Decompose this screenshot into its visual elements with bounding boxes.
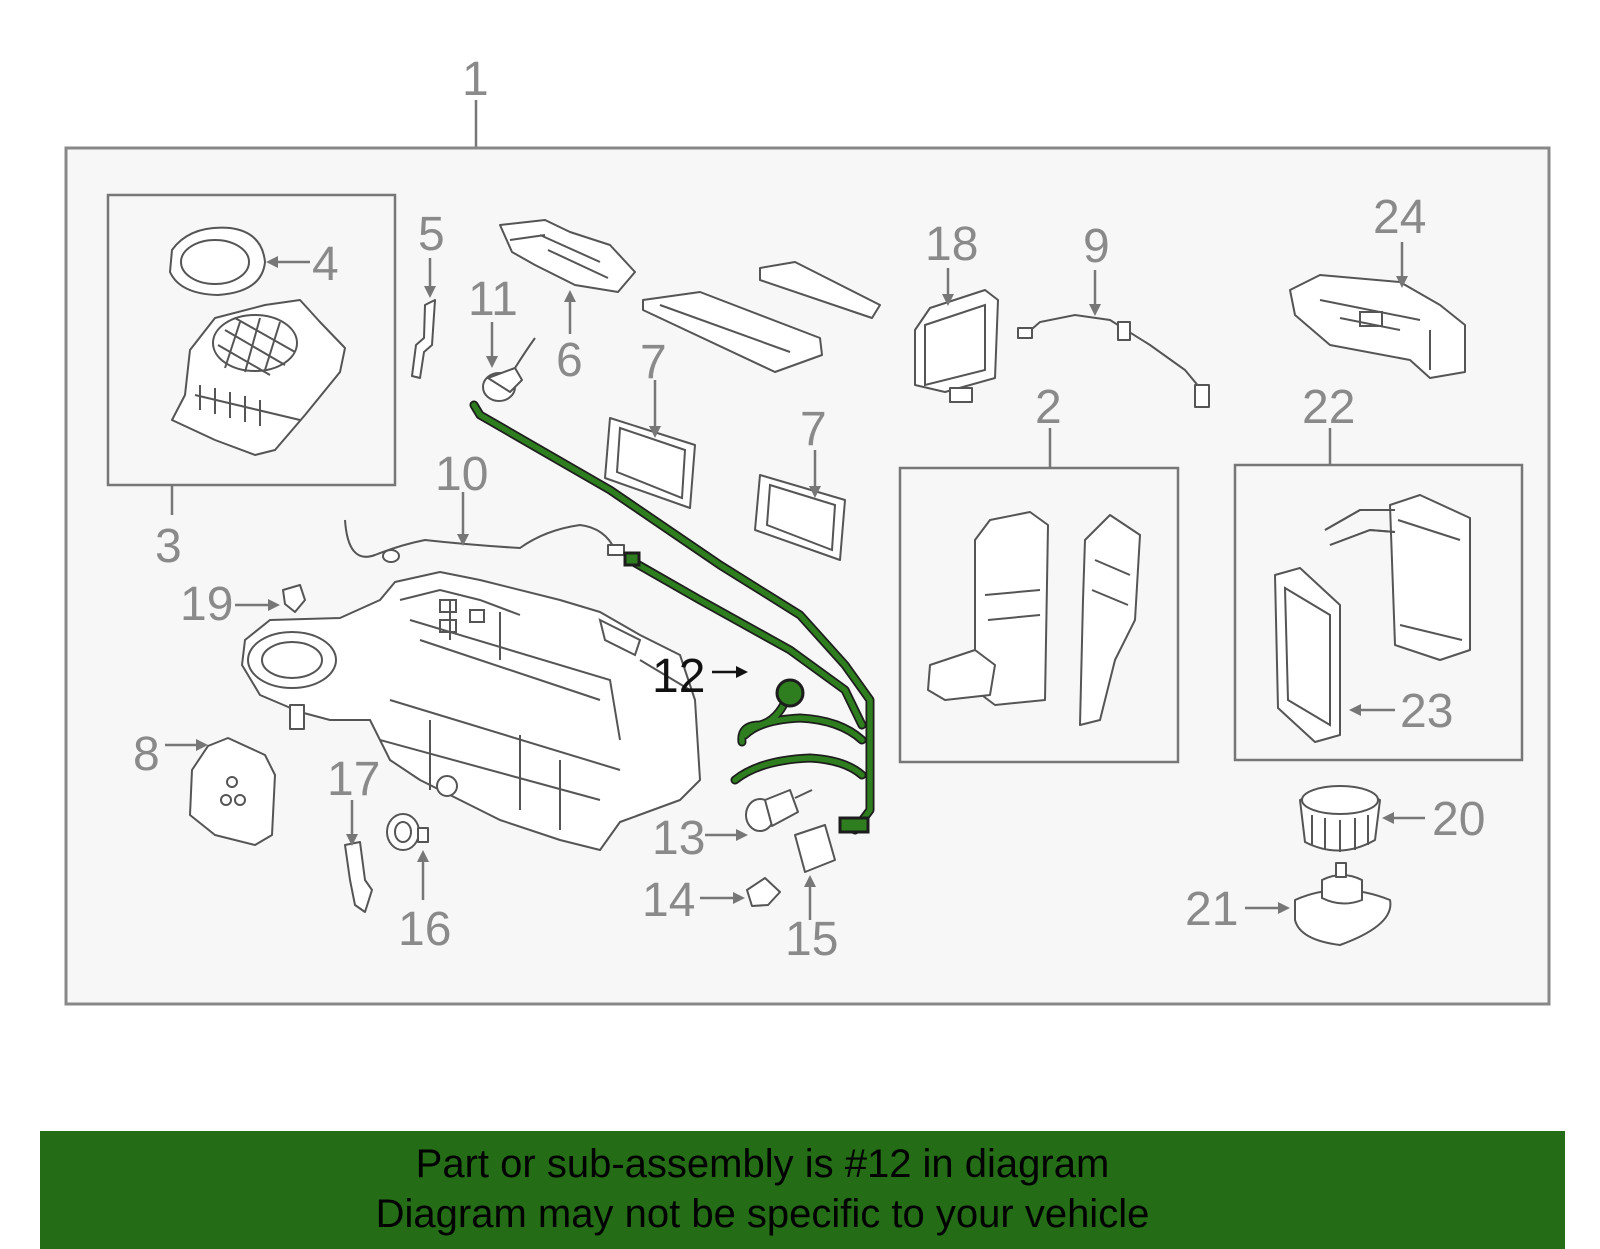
callout-22: 22 [1302, 381, 1355, 434]
part-10-cable[interactable] [344, 519, 625, 563]
callout-14: 14 [642, 874, 695, 927]
callout-9: 9 [1083, 220, 1110, 273]
callout-15: 15 [785, 913, 838, 966]
part-15-module[interactable] [794, 824, 836, 873]
part-5-clip[interactable] [411, 299, 436, 379]
callout-8: 8 [133, 728, 160, 781]
part-6-duct[interactable] [499, 219, 636, 293]
callout-17: 17 [327, 753, 380, 806]
parts-diagram: 1 2 3 4 5 6 7 7 8 9 10 11 12 13 14 15 16… [64, 53, 1551, 1006]
callout-4: 4 [312, 238, 339, 291]
part-7-filter-panels[interactable] [604, 261, 881, 561]
part-13-sensor[interactable] [745, 789, 813, 832]
callout-3: 3 [155, 520, 182, 573]
callout-5: 5 [418, 208, 445, 261]
part-24-duct[interactable] [1289, 274, 1466, 379]
part-23-filter[interactable] [1274, 567, 1341, 743]
part-19-clip[interactable] [282, 584, 306, 613]
part-18-door[interactable] [914, 289, 999, 403]
callout-1: 1 [462, 53, 489, 106]
part-4-seal[interactable] [169, 226, 266, 296]
callout-7b: 7 [800, 403, 827, 456]
callout-16: 16 [398, 903, 451, 956]
part-17-bracket[interactable] [344, 841, 373, 913]
hvac-case[interactable] [241, 571, 701, 851]
part-22-heater-core[interactable] [1324, 494, 1471, 661]
part-8-filter[interactable] [189, 737, 276, 846]
part-20-blower-wheel[interactable] [1299, 785, 1381, 852]
callout-11: 11 [468, 273, 518, 326]
callout-12: 12 [652, 650, 705, 703]
part-9-cable[interactable] [1017, 313, 1210, 408]
part-11-actuator[interactable] [482, 337, 536, 402]
callout-10: 10 [435, 448, 488, 501]
info-banner: Part or sub-assembly is #12 in diagram D… [40, 1131, 1565, 1249]
part-16-grommet[interactable] [386, 813, 429, 851]
callout-6: 6 [556, 334, 583, 387]
banner-line-part: Part or sub-assembly is #12 in diagram [415, 1142, 1110, 1186]
part-12-hose-assembly[interactable] [469, 400, 875, 835]
callout-13: 13 [652, 812, 705, 865]
callout-19: 19 [180, 578, 233, 631]
banner-line-disclaimer: Diagram may not be specific to your vehi… [375, 1192, 1150, 1236]
part-2-evaporator[interactable] [927, 511, 1141, 726]
callout-7a: 7 [640, 336, 667, 389]
callout-21: 21 [1185, 883, 1238, 936]
part-21-blower-motor[interactable] [1294, 862, 1392, 946]
callout-24: 24 [1373, 191, 1426, 244]
callout-20: 20 [1432, 793, 1485, 846]
part-14-connector[interactable] [746, 877, 781, 907]
callout-18: 18 [925, 218, 978, 271]
part-3-blower-housing[interactable] [171, 299, 346, 456]
callout-2: 2 [1035, 381, 1062, 434]
callout-23: 23 [1400, 685, 1453, 738]
